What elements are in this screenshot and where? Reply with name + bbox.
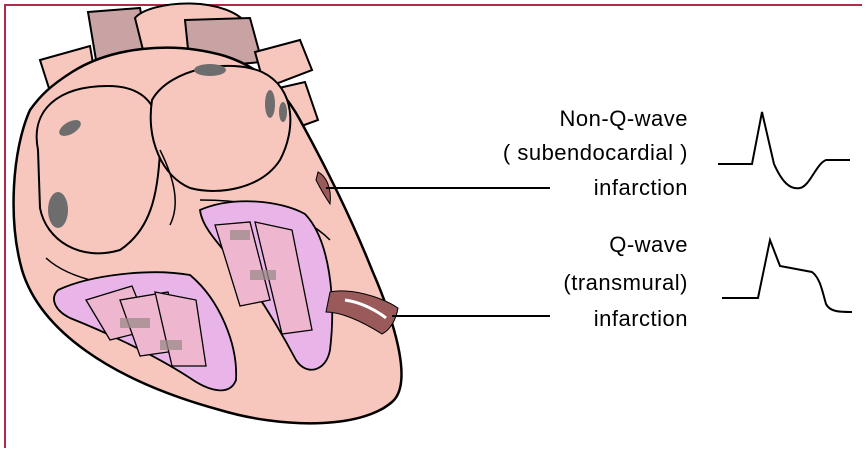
ecg-st-depression-icon <box>718 112 850 188</box>
nonq-label-line1: Non-Q-wave <box>560 106 688 131</box>
shade-2 <box>250 270 276 280</box>
shade-4 <box>160 340 182 350</box>
shade-3 <box>120 318 150 328</box>
nonq-label-group: Non-Q-wave ( subendocardial ) infarction <box>503 106 688 200</box>
nonq-label-line3: infarction <box>594 175 688 200</box>
spot-3 <box>194 64 226 76</box>
q-label-group: Q-wave (transmural) infarction <box>563 232 688 331</box>
spot-4 <box>265 90 275 118</box>
q-label-line1: Q-wave <box>609 232 688 257</box>
shade-1 <box>230 230 250 240</box>
right-atrium <box>37 86 161 253</box>
spot-1 <box>48 192 68 228</box>
nonq-label-line2: ( subendocardial ) <box>503 140 688 165</box>
q-label-line3: infarction <box>594 306 688 331</box>
q-label-line2: (transmural) <box>563 270 688 295</box>
spot-5 <box>279 102 287 122</box>
ecg-st-elevation-icon <box>722 240 852 312</box>
left-atrium <box>151 66 291 191</box>
